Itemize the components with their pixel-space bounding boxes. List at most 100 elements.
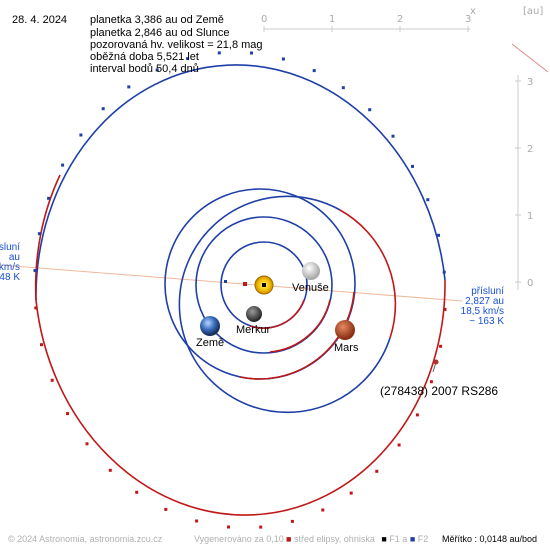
perihelion-left-title: přísluní (0, 242, 20, 253)
orbit-point (227, 525, 230, 529)
orbit-point (259, 525, 263, 529)
orbit-point (186, 57, 190, 61)
venus-label: Venuše (292, 282, 329, 294)
orbit-point (439, 344, 443, 348)
orbit-point (40, 343, 43, 347)
orbit-point (321, 508, 325, 512)
legend-center-text: střed elipsy, ohniska (293, 534, 375, 544)
info-interval: interval bodů 50,4 dnů (90, 63, 199, 75)
perihelion-left-speed: km/s (0, 262, 20, 273)
orbit-point (34, 306, 38, 310)
orbit-point (155, 68, 159, 72)
orbit-point (415, 413, 419, 417)
orbit-point (66, 412, 69, 416)
focus-f2-marker (224, 280, 227, 283)
y-tick-label: 0 (527, 278, 533, 289)
perihelion-right-title: přísluní (471, 286, 504, 297)
orbit-point (108, 468, 112, 472)
axis-unit-label: [au] (523, 6, 543, 17)
mercury-orbit-red (249, 299, 305, 329)
orbit-interval-points (33, 51, 447, 529)
venus-orbit-red (269, 299, 331, 353)
legend-f2-text: F2 (417, 534, 429, 544)
perihelion-left-temp: 48 K (0, 272, 20, 283)
perihelion-right-distance: 2,827 au (465, 296, 504, 307)
info-distance-earth: planetka 3,386 au od Země (90, 14, 224, 26)
orbit-point (341, 86, 345, 90)
orbit-point (429, 380, 433, 384)
asteroid (433, 359, 439, 365)
asteroid-label: (278438) 2007 RS286 (380, 384, 499, 398)
mercury-label: Merkur (236, 324, 271, 336)
orbit-point (135, 490, 139, 494)
x-axis-ticks: 0 1 2 3 (261, 14, 471, 32)
orbit-point (217, 51, 221, 55)
ellipse-center-marker (243, 282, 247, 286)
y-tick-label: 2 (527, 144, 533, 155)
footer-legend: ■ střed elipsy, ohniska ■ F1 a ■ F2 (286, 534, 428, 544)
perihelion-left: přísluní au km/s 48 K (0, 243, 20, 283)
legend-f1-marker: ■ (381, 534, 387, 544)
perihelion-left-distance: au (8, 252, 20, 263)
footer-generated: Vygenerováno za 0,10 s (194, 534, 291, 544)
mars-orbit-red (339, 209, 397, 339)
apsis-line (0, 264, 463, 302)
orbit-point (375, 469, 379, 473)
x-tick-label: 0 (261, 14, 267, 25)
sun-focus-f1 (262, 283, 266, 287)
orbit-point (101, 107, 105, 111)
orbit-point (50, 378, 54, 382)
mars-orbit-blue (178, 195, 391, 414)
legend-f2-marker: ■ (409, 534, 416, 544)
orbit-point (37, 232, 41, 236)
orbit-point (281, 57, 285, 61)
orbit-point (195, 519, 199, 523)
x-tick-label: 1 (329, 14, 335, 25)
mercury (246, 306, 262, 322)
orbit-point (79, 133, 83, 137)
venus-orbit (195, 216, 333, 354)
y-tick-label: 3 (527, 77, 533, 88)
orbit-point (443, 307, 447, 311)
orbit-point (349, 491, 353, 495)
asteroid-orbit-south (35, 279, 446, 516)
orbit-point (85, 442, 89, 446)
asteroid-orbit-overlap (34, 174, 61, 301)
corner-mark (511, 43, 549, 73)
footer-copyright: © 2024 Astronomia, astronomia.zcu.cz (8, 534, 163, 544)
orbit-point (368, 108, 372, 112)
mars-label: Mars (334, 342, 359, 354)
orbit-point (397, 443, 401, 447)
perihelion-right-temp: ~ 163 K (469, 316, 504, 327)
venus (302, 262, 320, 280)
orbit-point (442, 270, 446, 274)
y-axis-ticks: 3 2 1 0 (515, 77, 533, 289)
legend-f1-text: F1 a (389, 534, 408, 544)
orbit-point (33, 269, 37, 273)
orbit-point (391, 134, 395, 138)
orbit-point (437, 233, 440, 237)
orbit-point (312, 69, 316, 73)
orbit-point (426, 198, 430, 202)
legend-center-marker: ■ (286, 534, 292, 544)
x-axis-label: x (470, 6, 476, 17)
info-period: oběžná doba 5,521 let (90, 51, 199, 63)
orbit-point (411, 164, 414, 168)
perihelion-right: přísluní 2,827 au 18,5 km/s ~ 163 K (448, 287, 504, 327)
earth-orbit-red (239, 291, 355, 380)
asteroid-orbit-north (35, 64, 446, 301)
earth (200, 316, 220, 336)
mars (335, 320, 355, 340)
y-tick-label: 1 (527, 211, 533, 222)
orbit-point (164, 507, 168, 511)
orbit-point (250, 51, 253, 55)
footer-scale: Měřítko : 0,0148 au/bod (442, 534, 538, 544)
perihelion-right-speed: 18,5 km/s (460, 306, 504, 317)
orbit-point (61, 163, 65, 167)
x-tick-label: 2 (397, 14, 403, 25)
orbit-point (127, 85, 131, 89)
x-tick-label: 3 (465, 14, 471, 25)
info-distance-sun: planetka 2,846 au od Slunce (90, 27, 230, 39)
